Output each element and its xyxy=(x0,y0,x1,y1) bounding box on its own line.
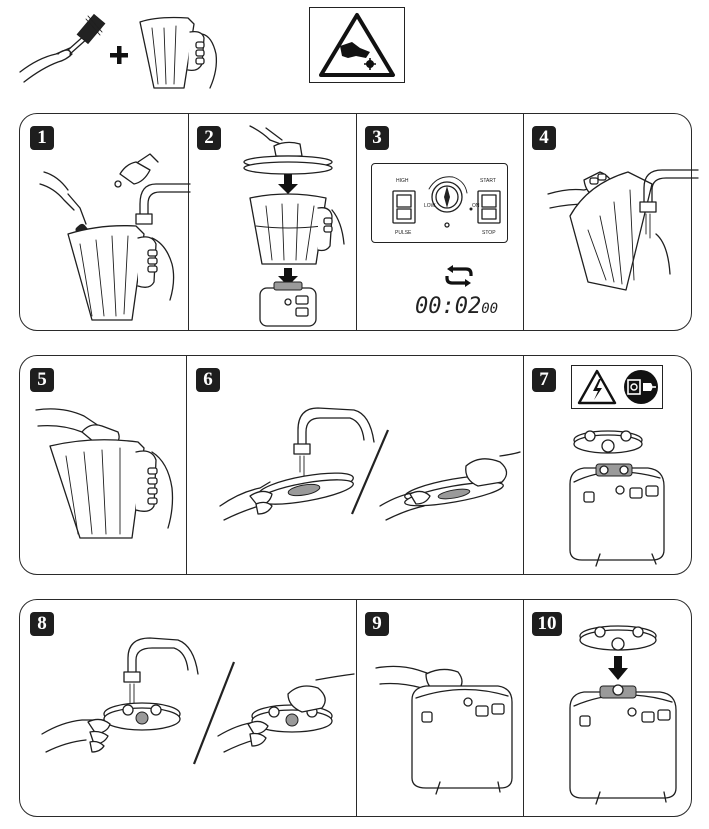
divider xyxy=(523,356,524,574)
control-panel xyxy=(371,163,508,243)
electrical-hazard-icon xyxy=(577,369,617,405)
step-number-4: 4 xyxy=(532,126,556,150)
steps-row-2: 5 6 7 xyxy=(19,355,692,575)
divider xyxy=(356,600,357,816)
step-number-7: 7 xyxy=(532,368,556,392)
divider xyxy=(188,114,189,330)
unplug-icon xyxy=(624,370,658,404)
step-number-5: 5 xyxy=(30,368,54,392)
step-9-illustration xyxy=(375,665,513,795)
divider xyxy=(186,356,187,574)
label-high: HIGH xyxy=(396,178,409,184)
label-pulse: PULSE xyxy=(395,230,412,236)
step-number-3: 3 xyxy=(365,126,389,150)
step-number-2: 2 xyxy=(197,126,221,150)
step-number-6: 6 xyxy=(196,368,220,392)
step-6-illustration xyxy=(219,407,521,521)
step-2-illustration xyxy=(243,125,345,327)
step-10-illustration xyxy=(569,625,677,805)
control-panel-graphics xyxy=(392,176,501,228)
step-4-illustration xyxy=(547,169,699,291)
label-start: START xyxy=(480,178,496,184)
step-7-illustration xyxy=(569,430,665,567)
divider xyxy=(356,114,357,330)
step-number-10: 10 xyxy=(532,612,562,636)
step-5-illustration xyxy=(35,408,174,539)
divider xyxy=(523,114,524,330)
step-1-illustration xyxy=(39,153,191,321)
label-stop: STOP xyxy=(482,230,496,236)
timer-sub: 00 xyxy=(481,301,499,317)
plus-icon xyxy=(110,46,128,64)
label-on: ON xyxy=(472,203,480,209)
step-number-1: 1 xyxy=(30,126,54,150)
timer-display: 00:0200 xyxy=(415,294,498,319)
hazard-warning-box xyxy=(309,7,405,83)
label-low: LOW xyxy=(424,203,436,209)
step-number-9: 9 xyxy=(365,612,389,636)
step-number-8: 8 xyxy=(30,612,54,636)
steps-row-3: 8 9 xyxy=(19,599,692,817)
timer-main: 00:02 xyxy=(415,294,482,319)
steps-row-1: 1 2 xyxy=(19,113,699,331)
repeat-icon xyxy=(445,265,473,287)
jar-icon xyxy=(139,16,218,89)
warning-box xyxy=(571,365,663,409)
step-8-illustration xyxy=(41,637,355,765)
hand-hazard-warning-icon xyxy=(319,13,395,77)
divider xyxy=(523,600,524,816)
brush-icon xyxy=(19,13,106,83)
